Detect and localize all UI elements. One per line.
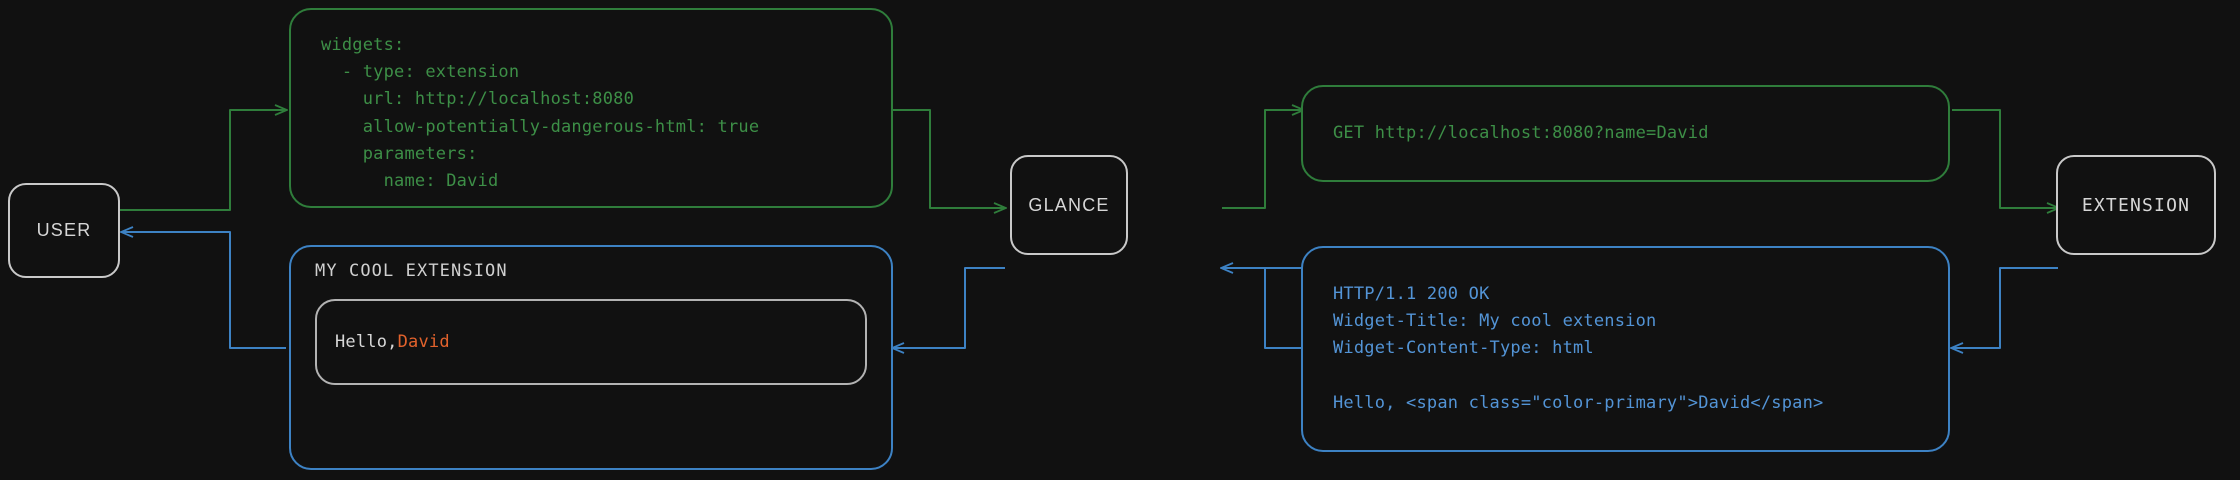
wire-extension-to-response (1952, 267, 2058, 348)
wire-request-to-extension (1952, 109, 2058, 208)
widget-preview-title: MY COOL EXTENSION (315, 261, 508, 281)
node-glance-label: GLANCE (1028, 194, 1110, 215)
wire-glance-to-widget (893, 267, 1005, 348)
yaml-config-text: widgets: - type: extension url: http://l… (321, 35, 760, 191)
wire-yaml-to-glance (893, 109, 1005, 208)
panel-http-request[interactable]: GET http://localhost:8080?name=David (1301, 85, 1950, 182)
wire-response-elbow (1264, 268, 1303, 349)
node-user-label: USER (36, 220, 92, 240)
widget-user-name: David (397, 332, 450, 352)
wire-glance-to-request (1222, 110, 1303, 209)
node-extension-label: EXTENSION (2081, 194, 2191, 216)
http-response-text: HTTP/1.1 200 OK Widget-Title: My cool ex… (1333, 284, 1824, 413)
panel-http-response[interactable]: HTTP/1.1 200 OK Widget-Title: My cool ex… (1301, 246, 1950, 452)
widget-preview-card: Hello, David (315, 299, 867, 385)
panel-yaml-config[interactable]: widgets: - type: extension url: http://l… (289, 8, 893, 208)
http-request-text: GET http://localhost:8080?name=David (1333, 122, 1709, 143)
node-extension[interactable]: EXTENSION (2056, 155, 2216, 255)
node-user[interactable]: USER (8, 183, 120, 278)
widget-greeting-text: Hello, (335, 332, 398, 352)
wire-user-to-yaml (120, 110, 286, 211)
panel-widget-preview[interactable]: MY COOL EXTENSION Hello, David (289, 245, 893, 470)
wire-widget-to-user (122, 232, 286, 349)
node-glance[interactable]: GLANCE (1010, 155, 1128, 255)
